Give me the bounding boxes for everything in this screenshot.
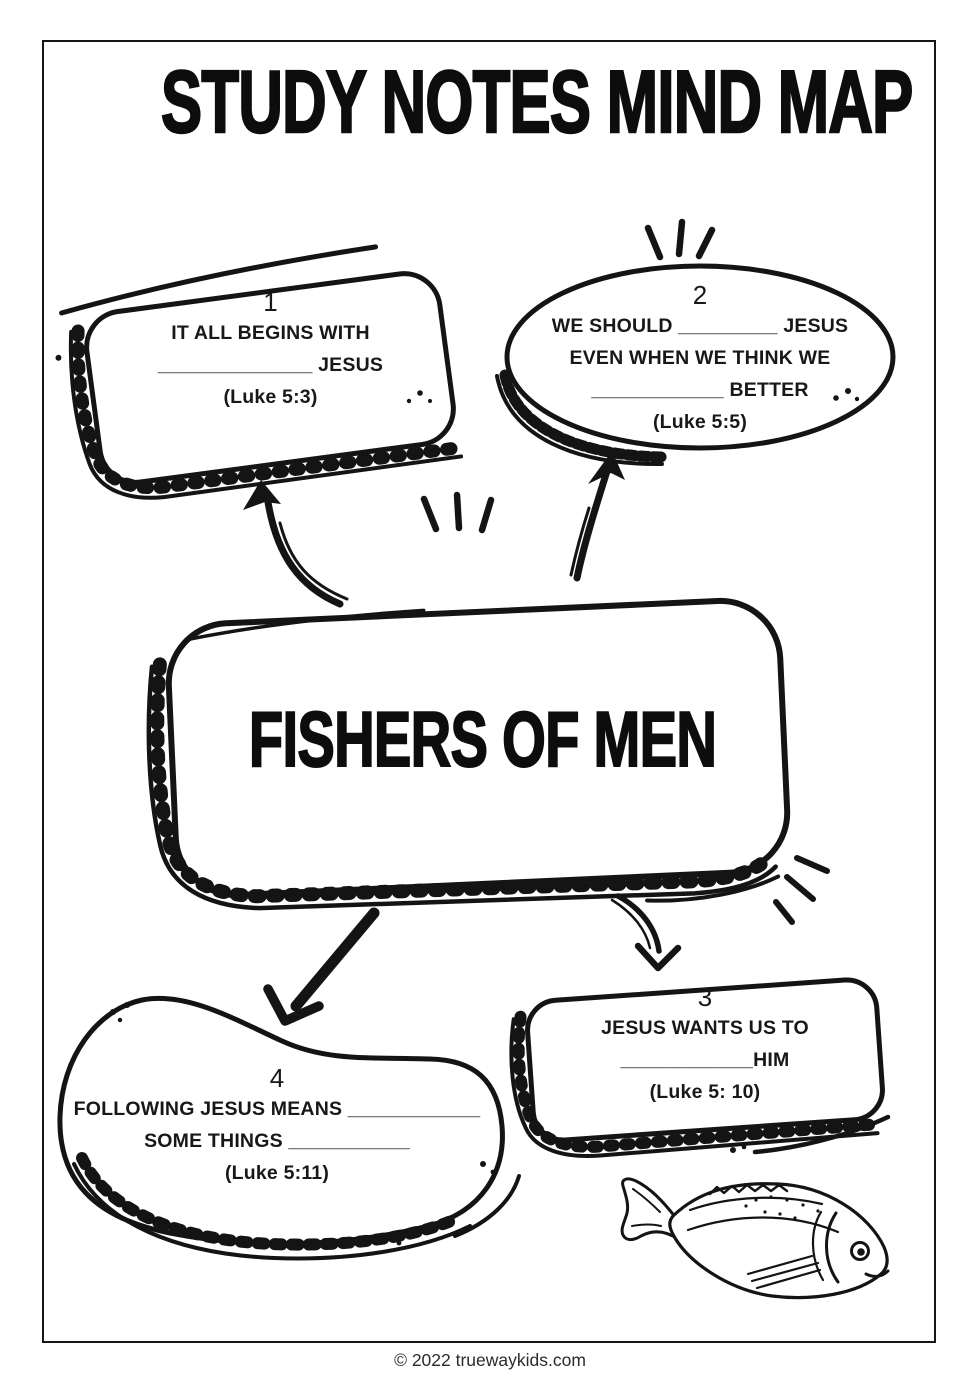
node-3-box-shape (509, 977, 885, 1158)
node-3-number: 3 (697, 982, 713, 1012)
node-1-number: 1 (263, 287, 278, 317)
node-4-line-1: FOLLOWING JESUS MEANS ____________ (73, 1098, 481, 1120)
arrow-to-node-1 (243, 480, 349, 608)
node-2-line-3: ____________ BETTER (591, 379, 809, 401)
node-4-number: 4 (269, 1063, 285, 1093)
node-3-text: 3 JESUS WANTS US TO ____________HIM (Luk… (538, 982, 872, 1108)
page-title: STUDY NOTES MIND MAP (160, 52, 914, 151)
arrow-to-node-3 (610, 893, 682, 972)
node-2-accent-dots (833, 388, 860, 402)
accent-marks-right-of-center (773, 855, 830, 925)
node-2-line-1: WE SHOULD _________ JESUS (551, 315, 849, 337)
node-1-line-1: IT ALL BEGINS WITH (171, 322, 370, 344)
node-2-line-2: EVEN WHEN WE THINK WE (569, 347, 831, 369)
node-1-accent-dots (406, 390, 432, 404)
accent-marks-above-center (420, 491, 495, 534)
arrow-to-node-2 (569, 451, 625, 582)
node-3-line-1: JESUS WANTS US TO (601, 1017, 809, 1039)
node-4-text: 4 FOLLOWING JESUS MEANS ____________ SOM… (52, 1063, 502, 1189)
node-2-text: 2 WE SHOULD _________ JESUS EVEN WHEN WE… (512, 280, 888, 438)
node-1-text: 1 IT ALL BEGINS WITH ______________ JESU… (88, 287, 453, 413)
node-4-accents (110, 1002, 521, 1246)
fish-icon (620, 1177, 890, 1300)
node-1-box-shape (55, 244, 464, 500)
node-3-line-2: ____________HIM (620, 1049, 790, 1071)
accent-marks-above-node-2 (644, 218, 716, 261)
footer-copyright: © 2022 truewaykids.com (394, 1350, 586, 1370)
page-border (42, 40, 936, 1343)
node-3-line-3: (Luke 5: 10) (649, 1081, 761, 1103)
arrow-to-node-4 (263, 907, 380, 1026)
node-4-line-3: (Luke 5:11) (224, 1162, 330, 1184)
node-3-accents (730, 1114, 891, 1155)
node-4-blob-shape (57, 995, 505, 1261)
node-1-line-3: (Luke 5:3) (223, 386, 318, 408)
node-2-ellipse-shape (495, 263, 896, 467)
node-2-line-4: (Luke 5:5) (652, 411, 748, 433)
node-1-line-2: ______________ JESUS (157, 354, 384, 376)
node-2-number: 2 (692, 280, 708, 310)
center-node-label: FISHERS OF MEN (249, 695, 718, 783)
center-box-shape (146, 597, 791, 911)
node-4-line-2: SOME THINGS ___________ (144, 1130, 410, 1152)
